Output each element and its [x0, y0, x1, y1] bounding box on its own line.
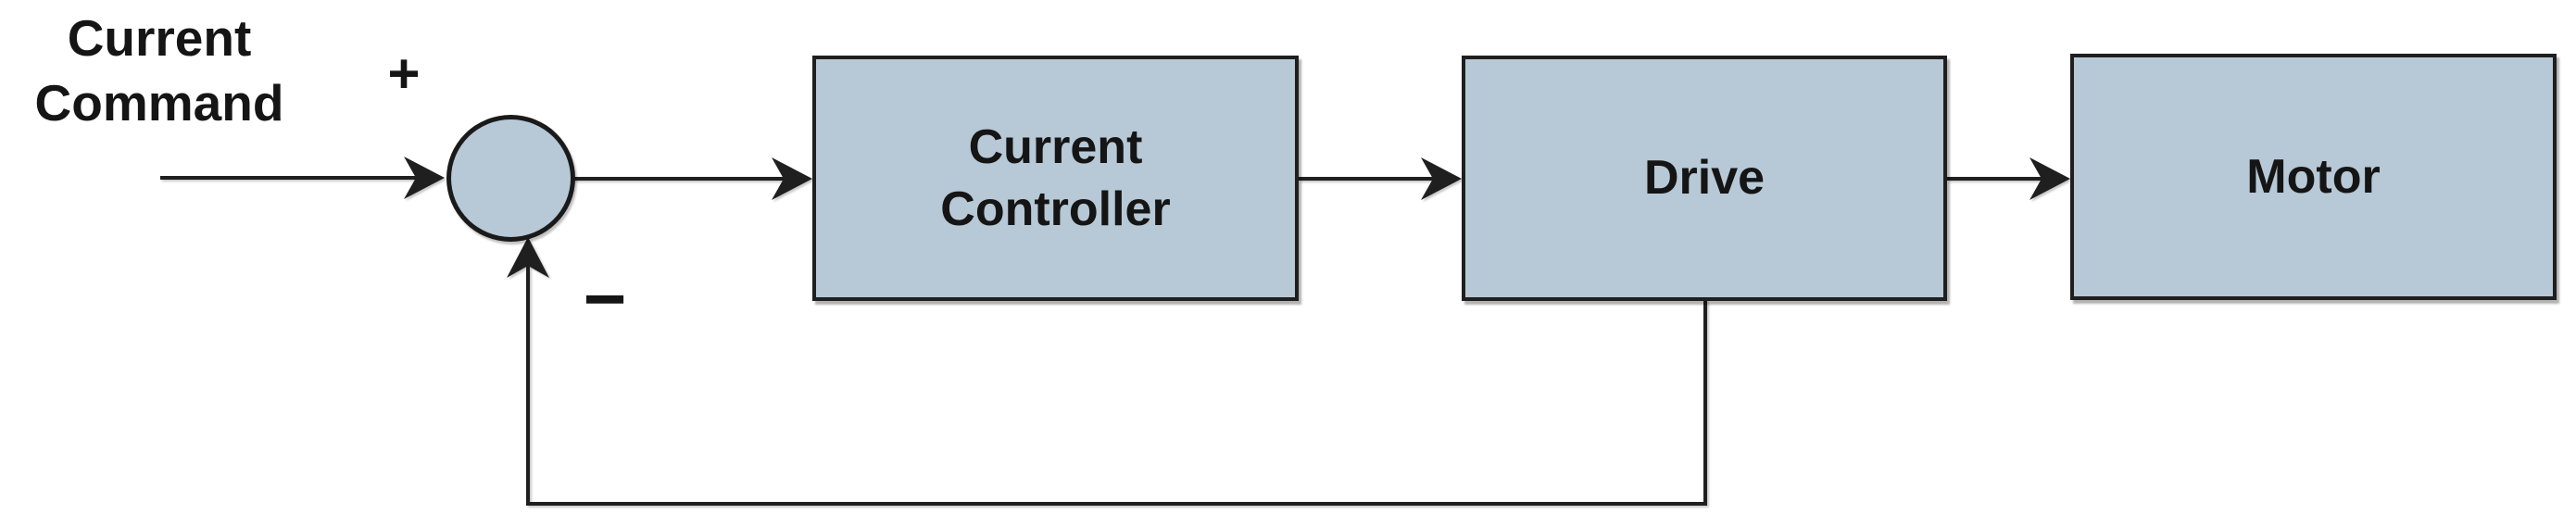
minus-sign: − — [583, 257, 627, 340]
block-current-controller-label-line2: Controller — [940, 182, 1171, 236]
block-motor: Motor — [2070, 54, 2557, 300]
sum-junction — [446, 115, 575, 242]
arrow-drive-to-motor — [1947, 157, 2070, 200]
block-drive: Drive — [1462, 56, 1947, 301]
arrowhead-icon — [404, 157, 445, 199]
feedback-path — [507, 237, 1707, 506]
arrowhead-icon — [2029, 157, 2070, 200]
arrowhead-icon — [1421, 157, 1462, 200]
plus-sign: + — [387, 43, 421, 105]
input-signal-label-line2: Command — [34, 74, 284, 132]
input-arrow — [160, 157, 445, 199]
input-signal-label: Current Command — [9, 6, 309, 135]
input-signal-label-line1: Current — [67, 9, 252, 67]
block-drive-label: Drive — [1643, 151, 1766, 205]
block-current-controller: Current Controller — [812, 56, 1299, 301]
block-motor-label: Motor — [2246, 149, 2381, 204]
arrow-sum-to-controller — [572, 157, 812, 200]
arrow-controller-to-drive — [1299, 157, 1462, 200]
arrowhead-icon — [772, 157, 812, 200]
arrowhead-icon — [507, 237, 549, 278]
block-current-controller-label-line1: Current — [968, 119, 1143, 174]
